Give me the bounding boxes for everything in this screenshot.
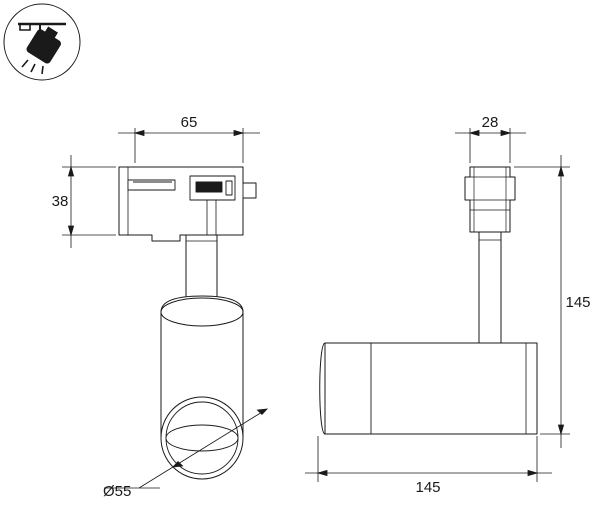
dimension-label-diameter-55: Ø55 xyxy=(103,483,131,500)
dimension-145-horizontal xyxy=(305,436,552,482)
dimension-label-38: 38 xyxy=(52,193,69,210)
dimension-label-28: 28 xyxy=(482,114,499,131)
dimension-145-vertical xyxy=(514,155,570,448)
dimension-diameter-55 xyxy=(104,408,269,489)
dimension-28 xyxy=(455,128,526,163)
dimension-label-145-horizontal: 145 xyxy=(415,479,440,496)
dimension-38 xyxy=(62,155,116,248)
side-view-geometry xyxy=(118,166,257,480)
track-spotlight-pictogram-icon xyxy=(3,3,81,81)
dimension-65 xyxy=(118,128,260,163)
front-view-geometry xyxy=(319,166,538,435)
dimension-label-65: 65 xyxy=(181,114,198,131)
dimension-label-145-vertical: 145 xyxy=(565,294,590,311)
